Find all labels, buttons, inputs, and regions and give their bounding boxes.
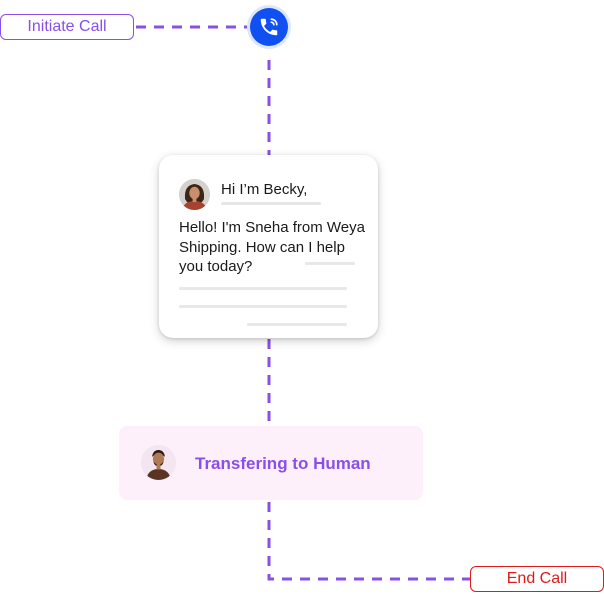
placeholder-line bbox=[179, 305, 347, 308]
placeholder-line bbox=[179, 287, 347, 290]
chat-message-text: Hello! I'm Sneha from Weya Shipping. How… bbox=[179, 219, 365, 275]
initiate-call-node: Initiate Call bbox=[0, 14, 134, 40]
placeholder-line bbox=[247, 323, 347, 326]
end-call-node: End Call bbox=[470, 566, 604, 592]
man-avatar bbox=[141, 445, 176, 480]
transfer-to-human-card: Transfering to Human bbox=[119, 426, 423, 500]
phone-call-icon bbox=[250, 8, 288, 46]
placeholder-line bbox=[221, 202, 321, 205]
woman-avatar bbox=[179, 179, 210, 210]
chat-greeting: Hi I’m Becky, bbox=[221, 181, 308, 198]
chat-message-card: Hi I’m Becky, Hello! I'm Sneha from Weya… bbox=[159, 155, 378, 338]
placeholder-line bbox=[305, 262, 355, 265]
transfer-status-label: Transfering to Human bbox=[195, 454, 371, 473]
connector-handoff-to-end bbox=[267, 502, 470, 581]
